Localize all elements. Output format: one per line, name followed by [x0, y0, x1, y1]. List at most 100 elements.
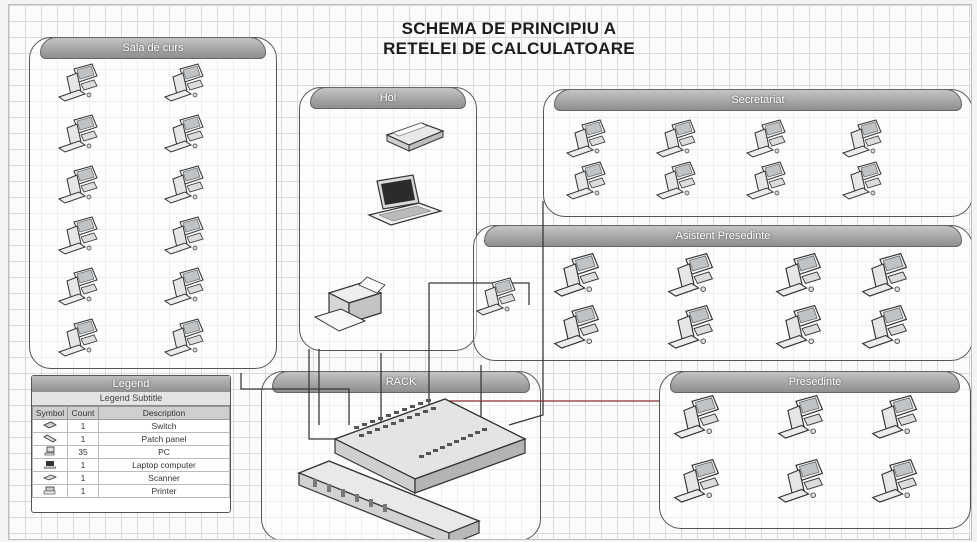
- pc-icon: [58, 318, 98, 357]
- switch-port: [367, 431, 372, 434]
- cable-layer: [240, 201, 659, 445]
- switch-port: [415, 413, 420, 416]
- pc-icon: [872, 458, 917, 503]
- laptop-icon: [32, 458, 68, 472]
- legend-description: Scanner: [98, 471, 230, 485]
- legend-subtitle: Legend Subtitle: [32, 392, 230, 406]
- network-cable: [240, 373, 350, 425]
- pc-icon: [656, 161, 696, 200]
- legend: Legend Legend Subtitle Symbol Count Desc…: [31, 375, 231, 513]
- pc-icon: [862, 252, 907, 297]
- patch-port: [341, 489, 345, 497]
- network-drawing: [58, 63, 917, 539]
- switch-port: [426, 452, 431, 455]
- pc-icon: [668, 304, 713, 349]
- diagram-sheet: SCHEMA DE PRINCIPIU A RETELEI DE CALCULA…: [8, 4, 972, 540]
- switch-icon: [32, 419, 68, 433]
- pc-icon: [674, 394, 719, 439]
- legend-description: Patch panel: [98, 432, 230, 446]
- patch-port: [327, 484, 331, 492]
- switch-port: [426, 399, 431, 402]
- printer-icon: [314, 276, 386, 332]
- pc-icon: [58, 63, 98, 102]
- switch-port: [394, 411, 399, 414]
- switch-port: [359, 434, 364, 437]
- switch-port: [475, 431, 480, 434]
- switch-port: [391, 422, 396, 425]
- pc-icon: [862, 304, 907, 349]
- switch-port: [370, 420, 375, 423]
- pc-icon: [842, 161, 882, 200]
- device-layer: [58, 63, 917, 539]
- switch-port: [399, 419, 404, 422]
- pc-icon: [778, 458, 823, 503]
- pc-icon: [164, 216, 204, 255]
- switch-port: [431, 407, 436, 410]
- switch-port: [482, 428, 487, 431]
- pc-icon: [58, 165, 98, 204]
- pc-icon: [746, 161, 786, 200]
- patch-panel-icon: [32, 432, 68, 446]
- pc-icon: [58, 267, 98, 306]
- legend-count: 1: [67, 432, 99, 446]
- switch-port: [433, 449, 438, 452]
- pc-icon: [566, 161, 606, 200]
- pc-icon: [842, 119, 882, 158]
- pc-icon: [58, 114, 98, 153]
- switch-port: [468, 434, 473, 437]
- pc-icon: [164, 318, 204, 357]
- legend-count: 1: [67, 484, 99, 498]
- switch-port: [461, 437, 466, 440]
- laptop-icon: [368, 174, 442, 226]
- diagram-title: SCHEMA DE PRINCIPIU A RETELEI DE CALCULA…: [309, 19, 709, 59]
- title-line-1: SCHEMA DE PRINCIPIU A: [401, 19, 617, 38]
- scanner-icon: [386, 122, 444, 152]
- switch-port: [419, 455, 424, 458]
- patch-port: [383, 504, 387, 512]
- pc-icon: [776, 304, 821, 349]
- network-cable: [508, 201, 544, 426]
- switch-port: [423, 410, 428, 413]
- room-secretariat-label: Secretariat: [554, 89, 962, 111]
- switch-port: [410, 405, 415, 408]
- legend-description: Printer: [98, 484, 230, 498]
- pc-icon: [778, 394, 823, 439]
- switch-port: [383, 425, 388, 428]
- legend-count: 1: [67, 458, 99, 472]
- switch-port: [362, 423, 367, 426]
- pc-icon: [674, 458, 719, 503]
- switch-port: [407, 416, 412, 419]
- pc-icon: [164, 114, 204, 153]
- legend-header-symbol: Symbol: [32, 406, 68, 420]
- pc-icon: [566, 119, 606, 158]
- legend-title: Legend: [32, 376, 230, 392]
- title-line-2: RETELEI DE CALCULATOARE: [383, 39, 635, 58]
- printer-icon: [32, 484, 68, 498]
- pc-icon: [58, 216, 98, 255]
- legend-header-description: Description: [98, 406, 230, 420]
- patch-port: [313, 479, 317, 487]
- switch-port: [378, 417, 383, 420]
- legend-header-count: Count: [67, 406, 99, 420]
- patch-port: [369, 499, 373, 507]
- switch-port: [454, 440, 459, 443]
- pc-icon: [164, 267, 204, 306]
- switch-port: [447, 443, 452, 446]
- legend-count: 35: [67, 445, 99, 459]
- pc-icon: [554, 304, 599, 349]
- pc-icon: [746, 119, 786, 158]
- switch-port: [386, 414, 391, 417]
- network-cable: [429, 282, 530, 305]
- legend-count: 1: [67, 419, 99, 433]
- switch-port: [440, 446, 445, 449]
- room-sala-de-curs-label: Sala de curs: [40, 37, 266, 59]
- switch-port: [418, 402, 423, 405]
- pc-icon: [164, 165, 204, 204]
- pc-icon: [656, 119, 696, 158]
